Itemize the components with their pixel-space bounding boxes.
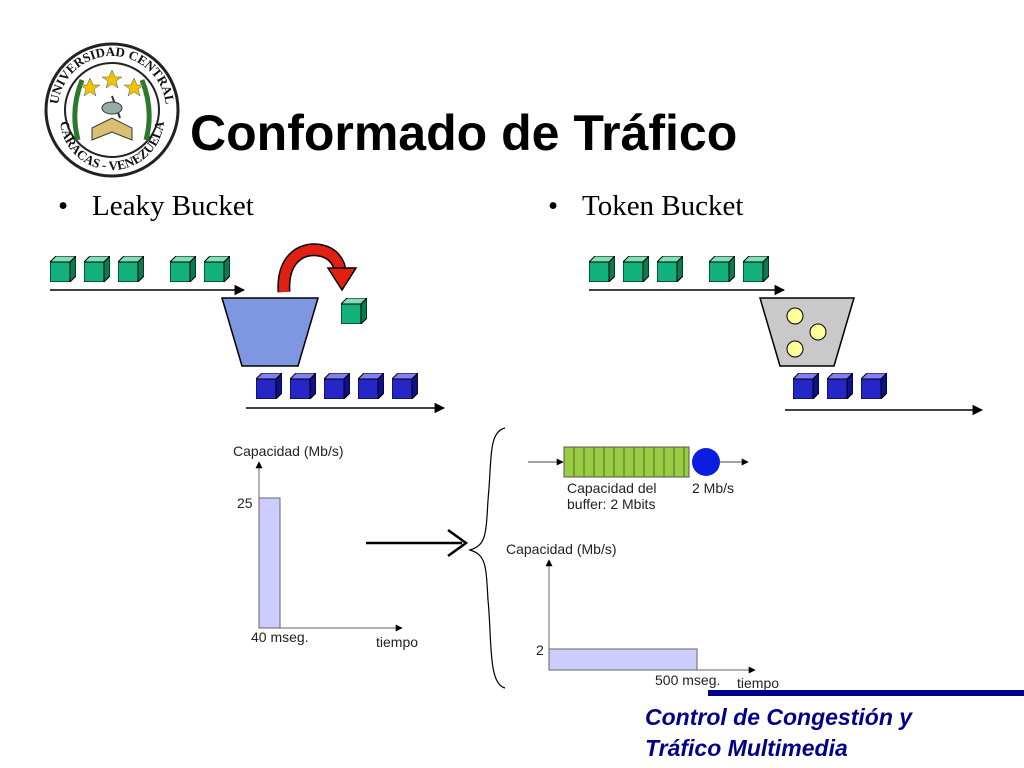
outgoing-packet bbox=[793, 373, 819, 399]
incoming-packet bbox=[743, 256, 769, 282]
incoming-packet bbox=[657, 256, 683, 282]
incoming-packet bbox=[709, 256, 735, 282]
token-bucket-diagram bbox=[589, 256, 984, 416]
footer-line-2: Tráfico Multimedia bbox=[645, 735, 848, 761]
incoming-packet bbox=[589, 256, 615, 282]
leaky-graph-ylabel: Capacidad (Mb/s) bbox=[233, 443, 344, 459]
incoming-packet bbox=[170, 256, 196, 282]
footer-course-title: Control de Congestión y Tráfico Multimed… bbox=[645, 702, 912, 764]
footer-line-1: Control de Congestión y bbox=[645, 704, 913, 730]
bullet-token-bucket: •Token Bucket bbox=[548, 190, 744, 222]
token-bucket bbox=[758, 297, 856, 367]
curly-brace bbox=[467, 427, 506, 689]
incoming-packet bbox=[118, 256, 144, 282]
outgoing-packet bbox=[392, 373, 418, 399]
token-graph-ytick: 2 bbox=[536, 642, 544, 658]
token-rate-graph bbox=[545, 559, 756, 674]
outgoing-packet bbox=[358, 373, 384, 399]
university-seal-logo: UNIVERSIDAD CENTRAL CARACAS - VENEZUELA bbox=[44, 42, 180, 178]
token-bucket-label: Token Bucket bbox=[582, 190, 744, 222]
rate-bar bbox=[258, 497, 281, 629]
leaky-graph-ytick: 25 bbox=[237, 495, 253, 511]
outgoing-packet bbox=[827, 373, 853, 399]
outgoing-packet bbox=[256, 373, 282, 399]
token-graph-xtick: 500 mseg. bbox=[655, 672, 721, 688]
buffer bbox=[563, 446, 690, 478]
slide-title: Conformado de Tráfico bbox=[190, 105, 738, 161]
token-graph-xlabel: tiempo bbox=[737, 675, 780, 691]
leaky-graph-xlabel: tiempo bbox=[376, 634, 419, 650]
overflow-arrow bbox=[278, 244, 345, 293]
leaky-bucket bbox=[220, 297, 320, 367]
discarded-packet bbox=[341, 298, 367, 324]
outgoing-packet bbox=[324, 373, 350, 399]
incoming-packet bbox=[84, 256, 110, 282]
leaky-bucket-diagram bbox=[50, 243, 446, 414]
buffer-capacity-label: Capacidad del buffer: 2 Mbits bbox=[567, 480, 657, 512]
bullet-leaky-bucket: •Leaky Bucket bbox=[58, 190, 254, 222]
server-rate-label: 2 Mb/s bbox=[692, 480, 735, 496]
token-graph-ylabel: Capacidad (Mb/s) bbox=[506, 541, 617, 557]
rate-bar bbox=[548, 648, 698, 671]
leaky-bucket-label: Leaky Bucket bbox=[92, 190, 254, 222]
incoming-packet bbox=[204, 256, 230, 282]
incoming-packet bbox=[623, 256, 649, 282]
server-circle bbox=[692, 448, 720, 476]
leaky-graph-xtick: 40 mseg. bbox=[251, 629, 309, 645]
token-buffer-queue bbox=[528, 446, 749, 478]
outgoing-packet bbox=[290, 373, 316, 399]
outgoing-packet bbox=[861, 373, 887, 399]
leaky-rate-graph bbox=[255, 461, 403, 632]
token bbox=[786, 340, 804, 358]
token bbox=[786, 307, 804, 325]
token bbox=[809, 323, 827, 341]
incoming-packet bbox=[50, 256, 76, 282]
